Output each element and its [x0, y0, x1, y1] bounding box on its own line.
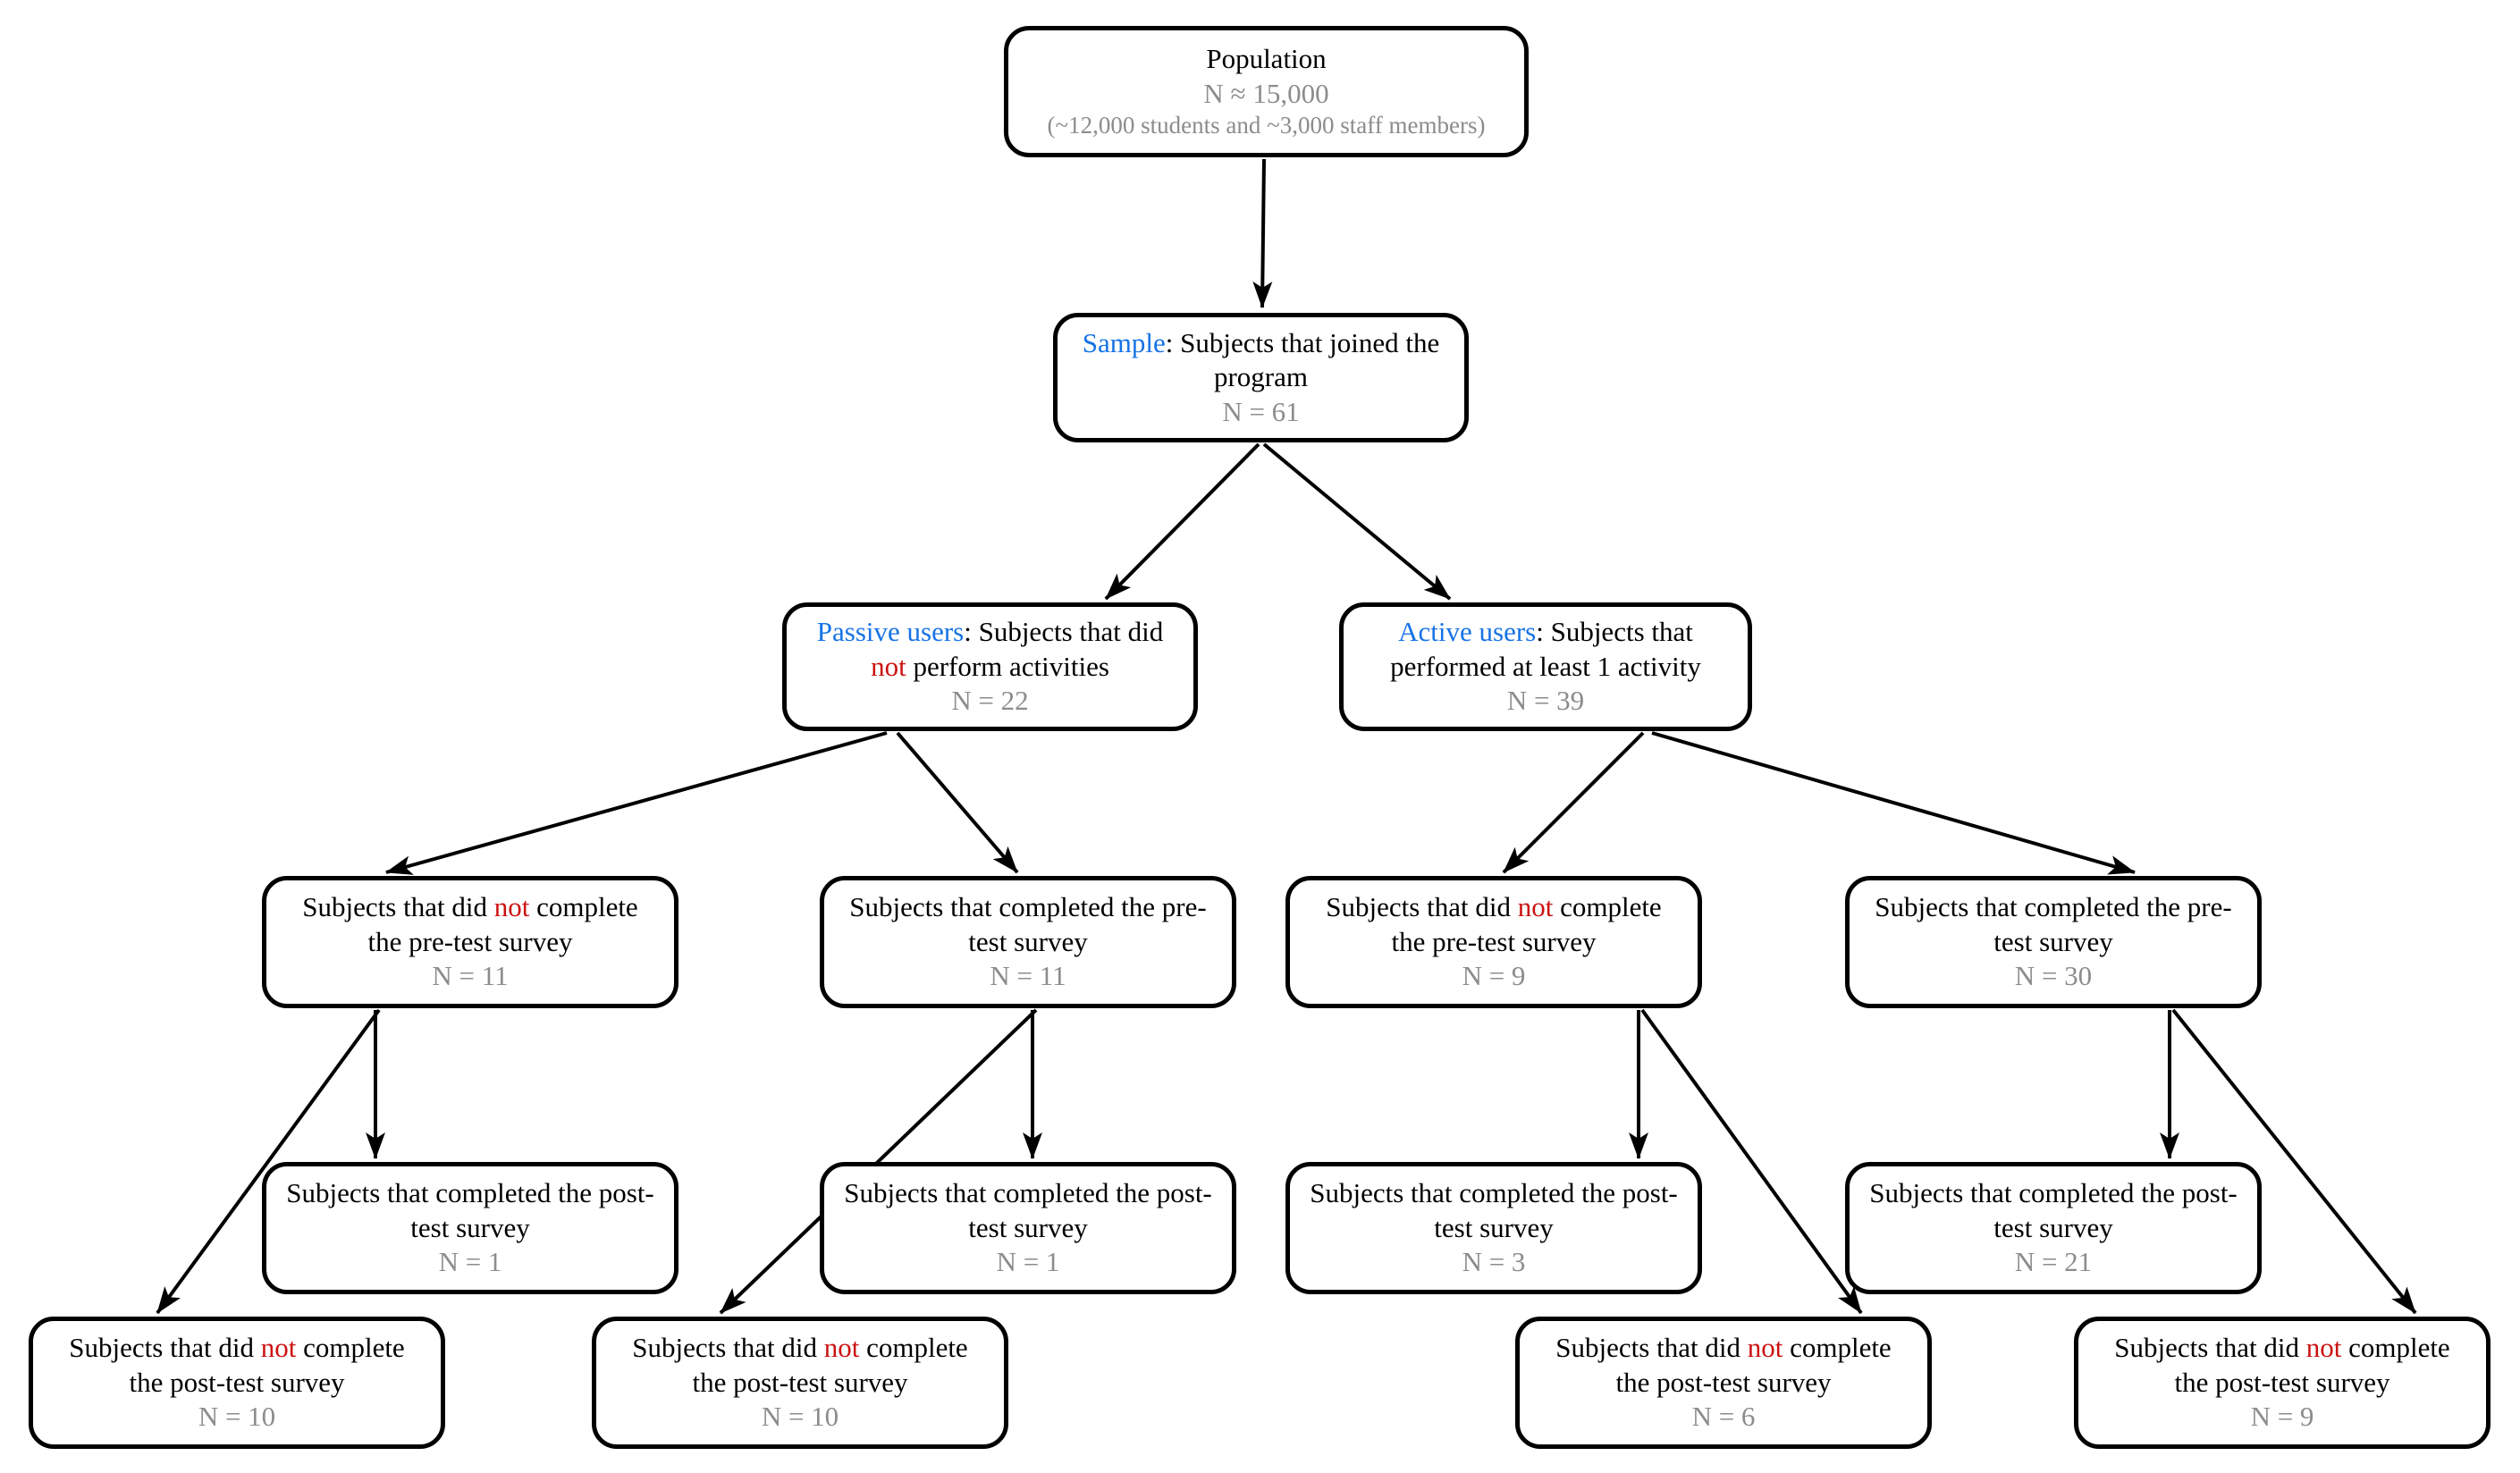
- passive-text: Passive users: Subjects that did not per…: [806, 615, 1174, 684]
- negation-text: not: [823, 1332, 860, 1364]
- node-sample: Sample: Subjects that joined the program…: [1053, 313, 1469, 442]
- text-before-not: Subjects that did: [1326, 891, 1518, 923]
- post-incomplete-2-n: N = 10: [761, 1401, 839, 1433]
- negation-text: not: [1747, 1332, 1783, 1364]
- arrow-passive-pre-incomplete: [385, 731, 888, 875]
- post-incomplete-1-n: N = 10: [198, 1401, 276, 1433]
- text-after-not: complete the pre-test survey: [367, 891, 638, 957]
- arrow-p2-post-incomplete: [719, 1008, 1038, 1315]
- post-complete-2-text: Subjects that completed the post-test su…: [844, 1177, 1212, 1243]
- active-n: N = 39: [1506, 685, 1585, 717]
- passive-negation: not: [871, 650, 906, 682]
- active-pre-incomplete-n: N = 9: [1462, 960, 1526, 992]
- post-complete-4-text: Subjects that completed the post-test su…: [1869, 1177, 2238, 1243]
- text-after-not: complete the post-test survey: [1615, 1332, 1892, 1398]
- node-post-incomplete-1: Subjects that did not complete the post-…: [29, 1317, 445, 1449]
- node-active-users: Active users: Subjects that performed at…: [1339, 602, 1752, 731]
- population-n: N ≈ 15,000: [1203, 77, 1329, 109]
- node-post-complete-4: Subjects that completed the post-test su…: [1845, 1162, 2262, 1294]
- sample-desc: : Subjects that joined the program: [1165, 326, 1440, 393]
- post-complete-1-n: N = 1: [438, 1246, 502, 1278]
- population-note: (~12,000 students and ~3,000 staff membe…: [1047, 112, 1486, 139]
- text-after-not: complete the post-test survey: [692, 1332, 968, 1398]
- passive-desc-after: perform activities: [906, 650, 1109, 682]
- node-post-incomplete-4: Subjects that did not complete the post-…: [2074, 1317, 2491, 1449]
- active-text: Active users: Subjects that performed at…: [1363, 615, 1728, 684]
- active-pre-incomplete-text: Subjects that did not complete the pre-t…: [1310, 890, 1678, 959]
- post-complete-2-n: N = 1: [996, 1246, 1060, 1278]
- text-before-not: Subjects that did: [69, 1332, 261, 1364]
- passive-desc-before: : Subjects that did: [964, 616, 1164, 648]
- post-incomplete-3-n: N = 6: [1691, 1401, 1756, 1433]
- arrow-a2-post-incomplete: [2171, 1008, 2417, 1315]
- arrow-passive-pre-complete: [896, 731, 1019, 874]
- arrow-a1-post-incomplete: [1640, 1008, 1863, 1315]
- arrow-active-pre-incomplete: [1502, 731, 1645, 874]
- passive-pre-incomplete-n: N = 11: [432, 960, 509, 992]
- population-title: Population: [1206, 43, 1327, 75]
- arrow-sample-active: [1262, 442, 1452, 601]
- text-before-not: Subjects that did: [1555, 1332, 1748, 1364]
- passive-label: Passive users: [816, 616, 965, 648]
- text-after-not: complete the post-test survey: [129, 1332, 405, 1398]
- active-label: Active users: [1398, 616, 1537, 648]
- arrow-population-sample: [1252, 158, 1273, 308]
- active-desc: : Subjects that performed at least 1 act…: [1390, 616, 1701, 682]
- post-complete-4-n: N = 21: [2014, 1246, 2093, 1278]
- text-before-not: Subjects that did: [302, 891, 494, 923]
- node-active-pre-complete: Subjects that completed the pre-test sur…: [1845, 876, 2262, 1008]
- node-population: Population N ≈ 15,000 (~12,000 students …: [1004, 26, 1529, 157]
- sample-text: Sample: Subjects that joined the program: [1077, 326, 1445, 395]
- node-post-incomplete-3: Subjects that did not complete the post-…: [1515, 1317, 1932, 1449]
- negation-text: not: [1517, 891, 1554, 923]
- post-complete-3-n: N = 3: [1462, 1246, 1526, 1278]
- active-pre-complete-n: N = 30: [2014, 960, 2093, 992]
- post-complete-3-text: Subjects that completed the post-test su…: [1310, 1177, 1678, 1243]
- active-pre-complete-text: Subjects that completed the pre-test sur…: [1875, 891, 2232, 957]
- sample-label: Sample: [1082, 326, 1166, 358]
- node-passive-pre-incomplete: Subjects that did not complete the pre-t…: [262, 876, 678, 1008]
- node-post-complete-1: Subjects that completed the post-test su…: [262, 1162, 678, 1294]
- passive-pre-complete-n: N = 11: [990, 960, 1066, 992]
- post-incomplete-1-text: Subjects that did not complete the post-…: [53, 1331, 421, 1400]
- post-incomplete-4-n: N = 9: [2250, 1401, 2314, 1433]
- post-incomplete-3-text: Subjects that did not complete the post-…: [1539, 1331, 1908, 1400]
- post-incomplete-2-text: Subjects that did not complete the post-…: [616, 1331, 984, 1400]
- post-incomplete-4-text: Subjects that did not complete the post-…: [2098, 1331, 2466, 1400]
- arrow-sample-passive: [1104, 442, 1260, 601]
- node-post-complete-3: Subjects that completed the post-test su…: [1285, 1162, 1702, 1294]
- node-passive-users: Passive users: Subjects that did not per…: [782, 602, 1198, 731]
- node-post-incomplete-2: Subjects that did not complete the post-…: [592, 1317, 1008, 1449]
- node-passive-pre-complete: Subjects that completed the pre-test sur…: [820, 876, 1236, 1008]
- post-complete-1-text: Subjects that completed the post-test su…: [286, 1177, 654, 1243]
- node-active-pre-incomplete: Subjects that did not complete the pre-t…: [1285, 876, 1702, 1008]
- arrow-p1-post-incomplete: [156, 1008, 381, 1315]
- text-before-not: Subjects that did: [2114, 1332, 2306, 1364]
- passive-pre-incomplete-text: Subjects that did not complete the pre-t…: [286, 890, 654, 959]
- text-after-not: complete the pre-test survey: [1391, 891, 1662, 957]
- text-before-not: Subjects that did: [632, 1332, 824, 1364]
- sample-n: N = 61: [1222, 395, 1300, 427]
- negation-text: not: [260, 1332, 297, 1364]
- passive-n: N = 22: [951, 685, 1029, 717]
- node-post-complete-2: Subjects that completed the post-test su…: [820, 1162, 1236, 1294]
- negation-text: not: [493, 891, 530, 923]
- arrow-active-pre-complete: [1651, 731, 2136, 875]
- passive-pre-complete-text: Subjects that completed the pre-test sur…: [849, 891, 1207, 957]
- text-after-not: complete the post-test survey: [2174, 1332, 2450, 1398]
- negation-text: not: [2305, 1332, 2342, 1364]
